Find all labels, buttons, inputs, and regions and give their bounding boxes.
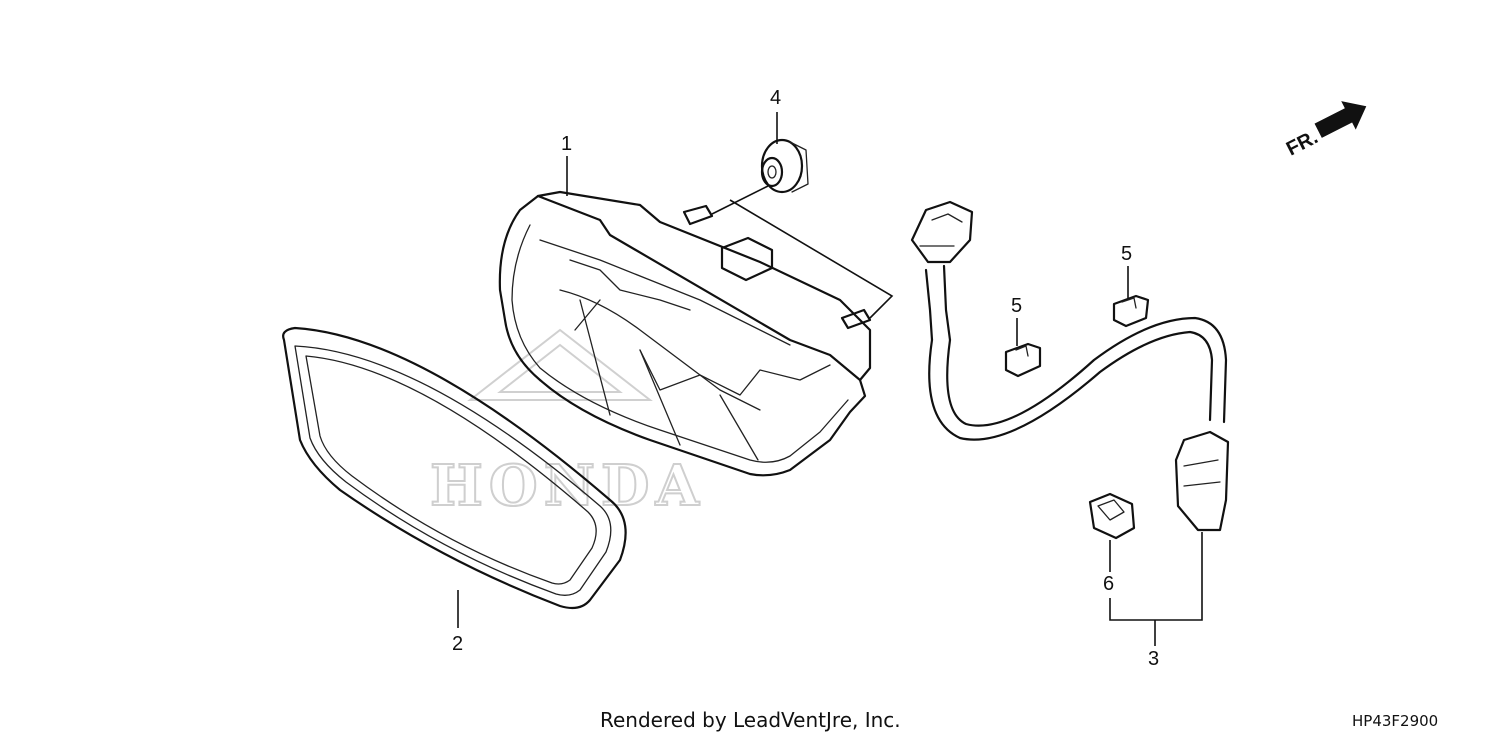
clip-part-b[interactable]	[1112, 294, 1150, 328]
callout-3-leader	[1109, 532, 1203, 646]
callout-5a: 5	[1011, 295, 1022, 317]
direction-label: FR.	[1283, 126, 1322, 160]
grommet-leader-1	[711, 185, 769, 215]
callout-2: 2	[452, 633, 463, 655]
grommet-part[interactable]	[760, 138, 809, 194]
wire-harness-part[interactable]	[910, 200, 1230, 532]
callout-5b: 5	[1121, 243, 1132, 265]
headlight-housing-part[interactable]	[498, 190, 872, 477]
callout-3: 3	[1148, 648, 1159, 670]
render-credit: Rendered by LeadVentJre, Inc.	[600, 708, 901, 732]
callout-6: 6	[1103, 573, 1114, 595]
front-direction-indicator: FR.	[1283, 101, 1367, 160]
callout-4: 4	[770, 87, 781, 109]
callout-1: 1	[561, 133, 572, 155]
front-arrow-icon	[1314, 101, 1367, 138]
grommet-leader-2	[729, 199, 894, 319]
clip-part-a[interactable]	[1004, 342, 1042, 378]
lens-frame-part[interactable]	[282, 326, 627, 610]
watermark-text: HONDA	[430, 453, 705, 519]
bulb-socket-part[interactable]	[1088, 492, 1136, 540]
honda-watermark: HONDA	[429, 328, 705, 520]
diagram-code: HP43F2900	[1352, 712, 1439, 730]
